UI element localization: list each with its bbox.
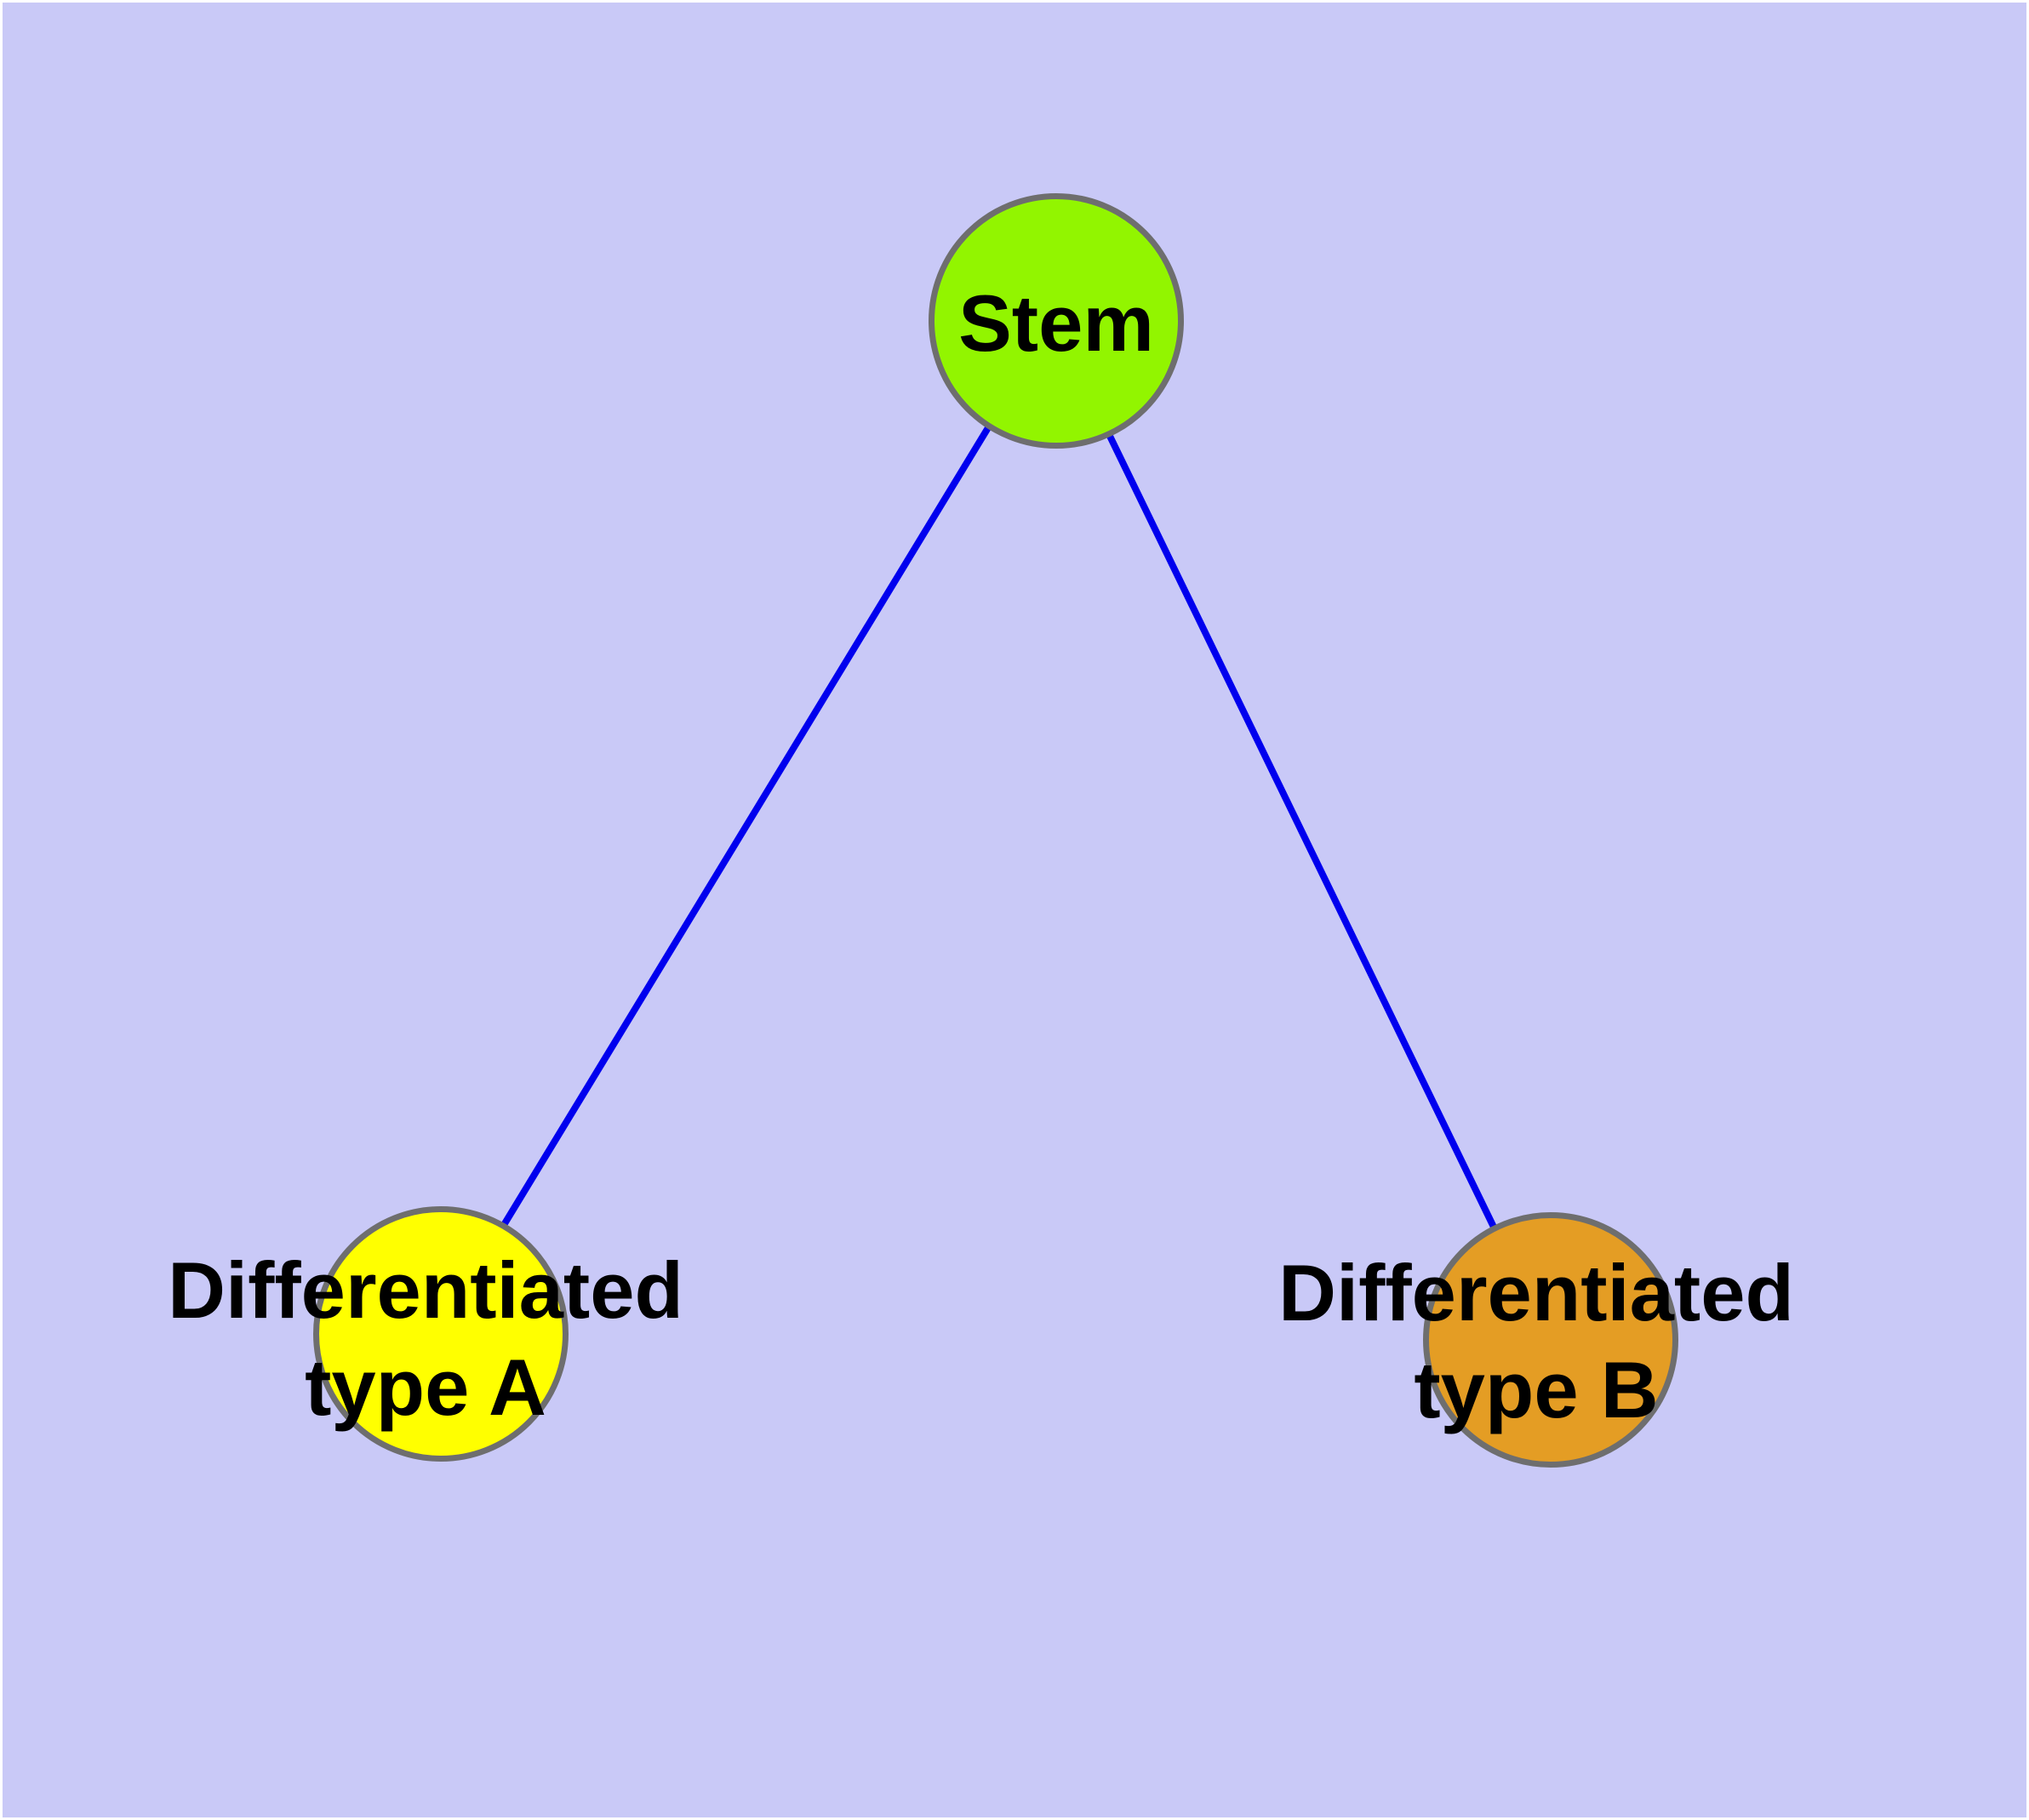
node-stem [929,193,1184,449]
edge-layer [437,318,1550,1338]
edge-stem-to-type-a [437,318,1057,1332]
edge-stem-to-type-b [1050,318,1550,1338]
node-differentiated-type-b [1423,1212,1678,1468]
node-differentiated-type-a [313,1206,569,1462]
node-stem-label: Stem [958,278,1154,368]
node-differentiated-type-a-label: Differentiated type A [168,1245,683,1432]
node-differentiated-type-b-label: Differentiated type B [1278,1248,1794,1434]
